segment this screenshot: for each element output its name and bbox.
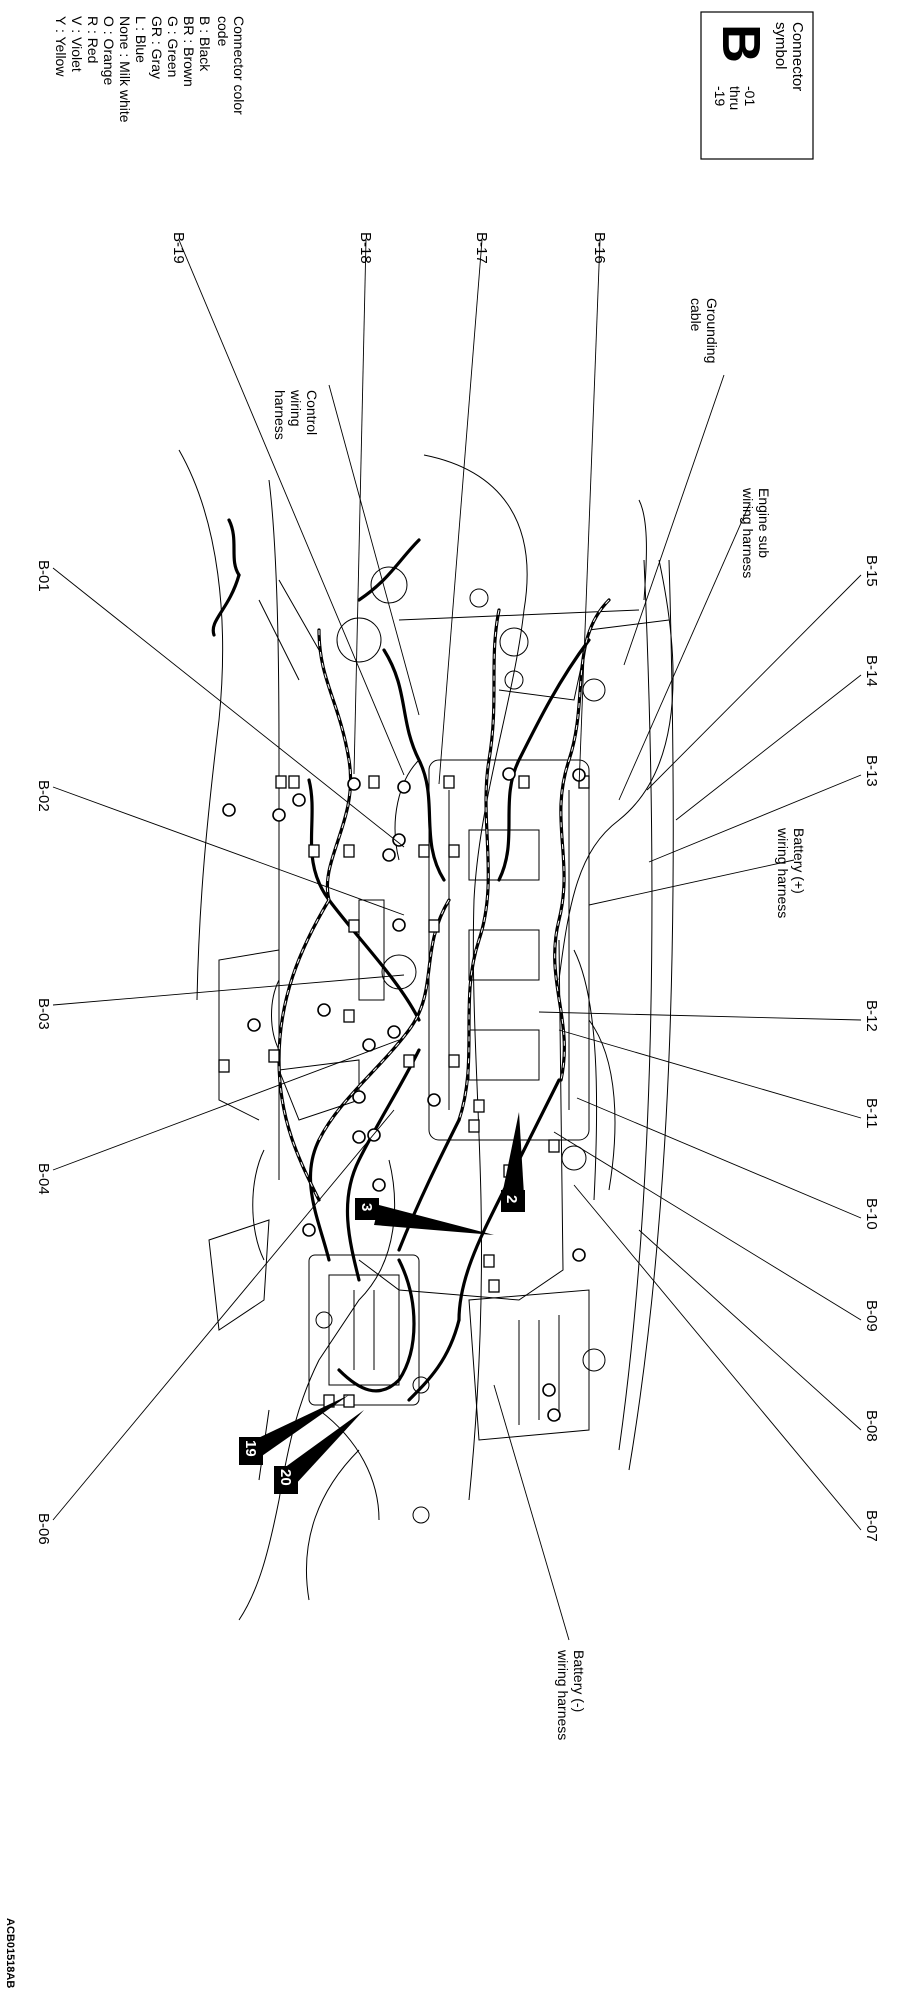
symbol-range-to: -19: [712, 86, 728, 106]
marker-19-text: 19: [242, 1440, 259, 1457]
left-connector-labels: B-15 B-14 B-13 B-12 B-11 B-10 B-09 B-08 …: [863, 555, 880, 1542]
connector-label-b09: B-09: [863, 1300, 880, 1332]
connector-label-b12: B-12: [863, 1000, 880, 1032]
legend-entry: R : Red: [85, 16, 101, 63]
connector-label-b19: B-19: [170, 232, 187, 264]
control-harness-label-2: wiring: [288, 389, 304, 427]
leader-lines: [52, 239, 862, 1641]
marker-20-text: 20: [277, 1469, 294, 1486]
marker-19: 19: [239, 1395, 349, 1465]
engine-sub-harness-label-1: Engine sub: [756, 488, 772, 558]
connector-dots: [222, 767, 586, 1422]
legend-entry: V : Violet: [69, 16, 85, 72]
legend-title-2: code: [215, 16, 231, 47]
marker-2: 2: [501, 1112, 525, 1212]
connector-bodies: [218, 775, 590, 1408]
engine-sub-harness-label-2: wiring harness: [740, 487, 756, 578]
legend-entry: Y : Yellow: [53, 16, 69, 77]
connector-label-b01: B-01: [35, 560, 52, 592]
connector-label-b04: B-04: [35, 1163, 52, 1195]
legend-entry: G : Green: [165, 16, 181, 77]
symbol-caption-1: Connector: [789, 22, 806, 91]
legend-entry: BR : Brown: [181, 16, 197, 87]
connector-label-b14: B-14: [863, 655, 880, 687]
engine-bay-outline: [178, 449, 674, 1621]
connector-symbol-box: Connector symbol B -01 thru -19: [700, 11, 814, 160]
connector-label-b17: B-17: [473, 232, 490, 264]
connector-label-b16: B-16: [591, 232, 608, 264]
connector-label-b03: B-03: [35, 998, 52, 1030]
control-harness-label-1: Control: [304, 390, 320, 435]
battery-negative-label-2: wiring harness: [555, 1649, 571, 1740]
connector-label-b08: B-08: [863, 1410, 880, 1442]
color-code-legend: Connector color code B : Black BR : Brow…: [53, 16, 247, 123]
legend-title-1: Connector color: [231, 16, 247, 115]
legend-entry: GR : Gray: [149, 16, 165, 79]
symbol-caption-2: symbol: [772, 22, 789, 70]
battery-positive-label-2: wiring harness: [775, 827, 791, 918]
connector-label-b06: B-06: [35, 1513, 52, 1545]
figure-code: ACB01518AB: [4, 1918, 16, 1988]
symbol-range-word: thru: [727, 86, 743, 110]
marker-3-text: 3: [358, 1203, 375, 1211]
connector-label-b15: B-15: [863, 555, 880, 587]
right-connector-labels: B-01 B-02 B-03 B-04 B-06: [35, 560, 52, 1545]
symbol-letter: B: [711, 24, 771, 63]
connector-label-b18: B-18: [357, 232, 374, 264]
connector-label-b13: B-13: [863, 755, 880, 787]
battery-negative-label-1: Battery (-): [571, 1650, 587, 1712]
connector-label-b07: B-07: [863, 1510, 880, 1542]
connector-label-b02: B-02: [35, 780, 52, 812]
legend-entry: L : Blue: [133, 16, 149, 63]
top-connector-labels: B-19 B-18 B-17 B-16: [170, 232, 608, 264]
marker-2-text: 2: [503, 1195, 520, 1203]
control-harness-label-3: harness: [272, 390, 288, 440]
legend-entry: B : Black: [197, 16, 213, 72]
harness-labels: Control wiring harness Grounding cable E…: [272, 298, 807, 1740]
marker-20: 20: [274, 1410, 364, 1494]
grounding-cable-label-2: cable: [688, 298, 704, 332]
battery-positive-label-1: Battery (+): [791, 828, 807, 894]
connector-label-b11: B-11: [863, 1098, 880, 1129]
grounding-cable-label-1: Grounding: [704, 298, 720, 363]
symbol-range-from: -01: [742, 86, 758, 106]
connector-label-b10: B-10: [863, 1198, 880, 1230]
legend-entry: None : Milk white: [117, 16, 133, 123]
legend-entry: O : Orange: [101, 16, 117, 85]
marker-3: 3: [355, 1198, 494, 1235]
